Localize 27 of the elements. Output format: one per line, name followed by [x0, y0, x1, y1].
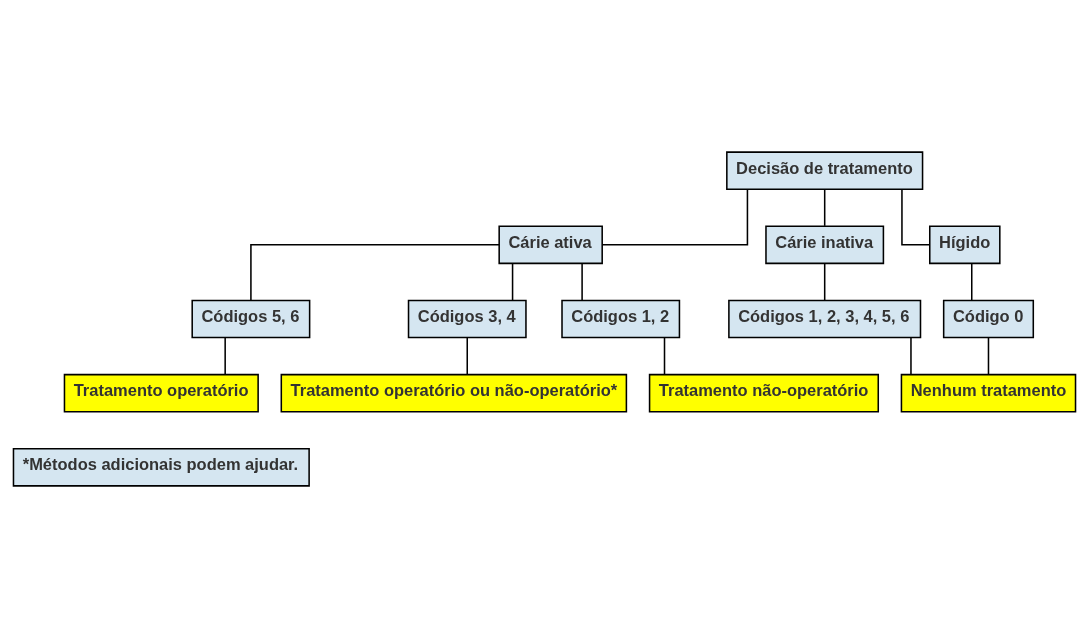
connector [663, 336, 666, 375]
node-box: Tratamento operatório [63, 373, 259, 412]
connector [224, 336, 226, 375]
node-box: Decisão de tratamento [726, 150, 924, 190]
node-box: *Métodos adicionais podem ajudar. [12, 447, 310, 487]
node-box: Hígido [929, 225, 1001, 264]
node-box: Nenhum tratamento [900, 373, 1077, 412]
connector [511, 262, 514, 301]
node-box: Código 0 [942, 299, 1035, 338]
node-box: Cárie inativa [765, 225, 885, 264]
connector [901, 188, 931, 246]
connector [601, 188, 749, 246]
node-box: Códigos 1, 2 [561, 299, 681, 338]
connector [250, 243, 500, 301]
node-box: Tratamento não-operatório [648, 373, 880, 412]
node-box: Códigos 3, 4 [407, 299, 527, 338]
connector [970, 262, 973, 301]
connector [581, 262, 583, 301]
node-box: Tratamento operatório ou não-operatório* [280, 373, 628, 412]
connector [987, 336, 990, 375]
connector [466, 336, 468, 375]
node-box: Cárie ativa [498, 225, 603, 264]
node-box: Códigos 1, 2, 3, 4, 5, 6 [728, 299, 922, 338]
connector [823, 262, 826, 301]
node-box: Códigos 5, 6 [191, 299, 311, 338]
connector [823, 188, 826, 227]
connector [910, 336, 912, 375]
